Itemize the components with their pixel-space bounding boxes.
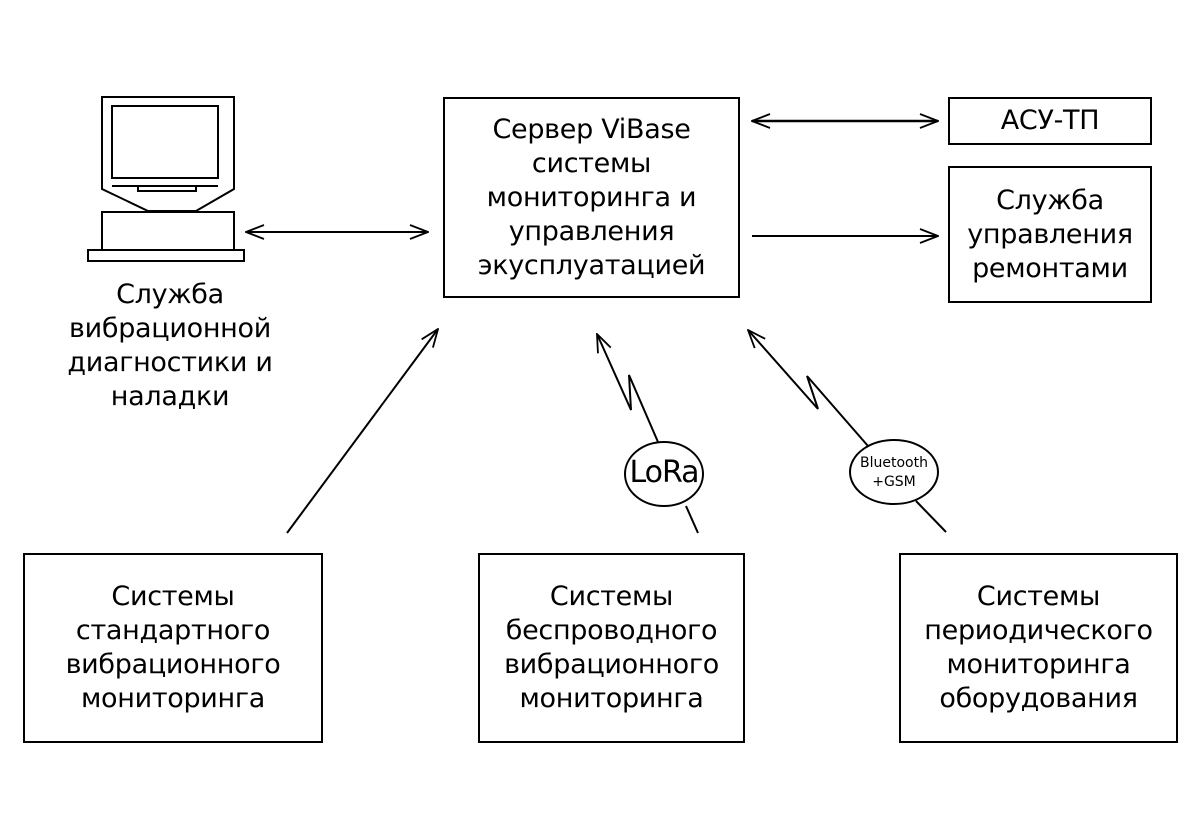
periodic-monitoring-box: Системы периодического мониторинга обору… — [899, 553, 1178, 743]
wireless-monitoring-box: Системы беспроводного вибрационного мони… — [478, 553, 745, 743]
link-wireless-bluetooth-gsm — [748, 330, 947, 533]
asu-tp-box: АСУ-ТП — [948, 97, 1152, 145]
bluetooth-gsm-protocol-badge — [849, 439, 939, 505]
repair-service-label: Служба управления ремонтами — [967, 184, 1133, 284]
lora-protocol-badge — [624, 441, 704, 507]
computer-workstation-icon — [87, 96, 245, 262]
standard-monitoring-label: Системы стандартного вибрационного монит… — [65, 581, 281, 714]
asu-tp-label: АСУ-ТП — [1000, 105, 1100, 136]
server-vibase-label: Сервер ViBase системы мониторинга и упра… — [477, 113, 706, 281]
server-vibase-box: Сервер ViBase системы мониторинга и упра… — [443, 97, 740, 298]
link-standard-monitoring-server — [286, 329, 438, 534]
bluetooth-gsm-label: Bluetooth +GSM — [860, 455, 928, 490]
repair-service-box: Служба управления ремонтами — [948, 166, 1152, 303]
wireless-monitoring-label: Системы беспроводного вибрационного мони… — [504, 581, 719, 714]
periodic-monitoring-label: Системы периодического мониторинга обору… — [924, 581, 1153, 714]
diagnostics-service-label: Служба вибрационной диагностики и наладк… — [67, 279, 273, 412]
lora-label: LoRa — [629, 455, 699, 490]
link-wireless-lora — [597, 334, 699, 534]
standard-monitoring-box: Системы стандартного вибрационного монит… — [23, 553, 323, 743]
